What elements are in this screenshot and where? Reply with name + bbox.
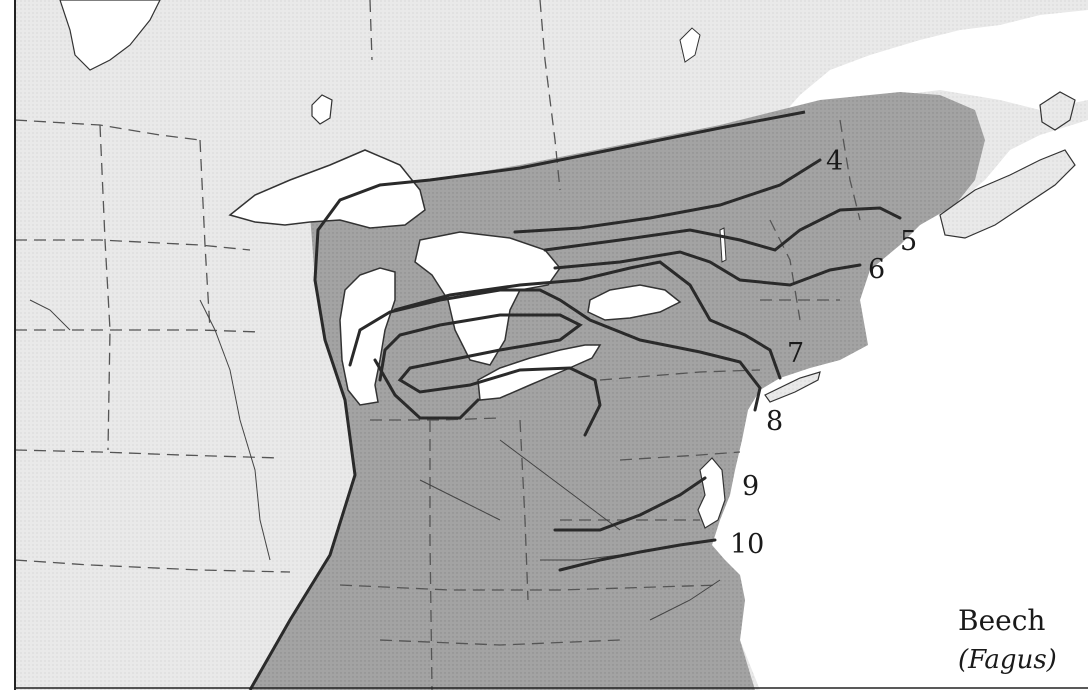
political-boundaries	[14, 0, 861, 690]
contour-8b	[378, 313, 602, 437]
contour-label-8: 8	[766, 406, 783, 437]
caption-genus-name: Fagus	[967, 645, 1047, 675]
james-bay	[59, 0, 161, 71]
contour-label-9: 9	[742, 471, 759, 502]
atlantic-ocean	[712, 120, 1088, 690]
rivers	[29, 299, 721, 621]
contour-lines	[348, 158, 902, 572]
contour-9	[553, 476, 707, 532]
caption-genus-open: (	[958, 645, 969, 675]
caption-genus: (Fagus)	[958, 645, 1057, 675]
long-island	[764, 371, 821, 403]
lake-erie	[477, 344, 602, 401]
contour-label-7: 7	[787, 338, 804, 369]
contour-7	[393, 260, 782, 380]
cape-breton	[1039, 91, 1076, 131]
contour-label-10: 10	[730, 529, 764, 560]
contour-10	[558, 538, 717, 572]
range-boundary	[248, 110, 806, 690]
contour-5	[543, 206, 902, 252]
lake-huron	[414, 231, 561, 366]
nova-scotia	[939, 149, 1076, 239]
contour-6	[553, 250, 862, 287]
contour-8c	[373, 358, 480, 420]
lake-superior	[228, 149, 426, 229]
northern-lake	[679, 27, 701, 63]
lake-ontario	[587, 284, 682, 321]
caption-common-name: Beech	[958, 604, 1045, 637]
contour-label-4: 4	[826, 146, 843, 177]
contour-label-5: 5	[900, 226, 917, 257]
caption-genus-close: )	[1046, 645, 1057, 675]
lake-michigan	[339, 267, 396, 406]
contour-label-6: 6	[868, 254, 885, 285]
chesapeake-bay	[697, 457, 726, 529]
contour-4	[513, 158, 822, 234]
contour-8a	[348, 288, 762, 412]
lake-nipigon	[311, 94, 333, 125]
